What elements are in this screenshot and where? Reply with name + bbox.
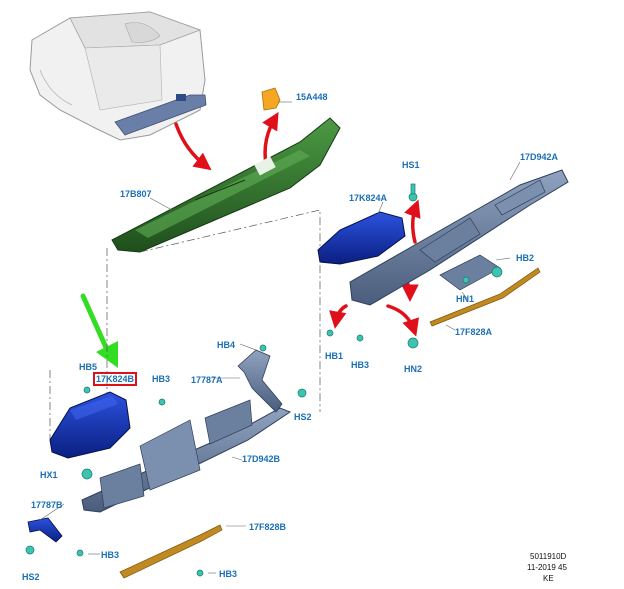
- arrow-overview-to-step: [174, 122, 212, 171]
- fastener-hb1: [326, 329, 334, 337]
- fastener-hb3-bottom: [196, 569, 204, 577]
- fastener-hs2-left: [25, 545, 35, 555]
- diagram-code: KE: [543, 574, 554, 583]
- label-hb3-mid: HB3: [152, 374, 171, 384]
- label-hs2-left: HS2: [22, 572, 40, 582]
- label-17K824B: 17K824B: [93, 372, 138, 386]
- label-hb3-right: HB3: [351, 360, 370, 370]
- label-hb4: HB4: [217, 340, 236, 350]
- diagram-date: 11-2019 45: [527, 563, 567, 572]
- label-17787A: 17787A: [191, 375, 223, 385]
- trim-17F828B: [119, 524, 223, 579]
- bumper-end-17K824B: [49, 391, 131, 459]
- label-leaders: [39, 101, 521, 574]
- fastener-hb3-mid: [158, 398, 166, 406]
- truck-bed-overview: [29, 11, 207, 141]
- fastener-hx1: [81, 468, 93, 480]
- label-15A448: 15A448: [296, 92, 328, 102]
- arrow-17K824A-to-HS1: [404, 199, 421, 244]
- fastener-hb3-lower: [76, 549, 84, 557]
- label-17K824A: 17K824A: [349, 193, 388, 203]
- bumper-end-17K824A: [317, 211, 406, 265]
- label-hb2: HB2: [516, 253, 535, 263]
- label-hn1: HN1: [456, 294, 475, 304]
- label-17F828A: 17F828A: [455, 327, 493, 337]
- fastener-hb2: [491, 266, 503, 278]
- diagram-id: 5011910D: [530, 552, 567, 561]
- bracket-15A448: [261, 87, 281, 111]
- label-hb1: HB1: [325, 351, 344, 361]
- frame-17D942B: [81, 399, 292, 513]
- fastener-hn2: [407, 337, 419, 349]
- fastener-hb4: [259, 344, 267, 352]
- fastener-hb3-right: [356, 334, 364, 342]
- label-hb3-lower: HB3: [101, 550, 120, 560]
- fastener-hs2-right: [297, 388, 307, 398]
- label-17D942B: 17D942B: [242, 454, 281, 464]
- fastener-hn1: [462, 276, 470, 284]
- fastener-hb5: [83, 386, 91, 394]
- label-17F828B: 17F828B: [249, 522, 287, 532]
- step-bumper-17B807: [111, 117, 341, 253]
- frame-17D942A: [349, 169, 569, 306]
- label-hs2-right: HS2: [294, 412, 312, 422]
- arrow-frame-to-HN2: [386, 304, 419, 337]
- fasteners: [25, 183, 503, 577]
- label-hs1: HS1: [402, 160, 420, 170]
- bracket-17787B: [27, 517, 63, 543]
- label-hb5: HB5: [79, 362, 98, 372]
- arrow-frame-to-HB1: [329, 304, 348, 329]
- label-17787B: 17787B: [31, 500, 63, 510]
- label-17D942A: 17D942A: [520, 152, 559, 162]
- label-hb3-bottom: HB3: [219, 569, 238, 579]
- label-hx1: HX1: [40, 470, 58, 480]
- green-indicator-arrow: [80, 293, 118, 368]
- trim-17F828A: [429, 267, 541, 327]
- label-17B807: 17B807: [120, 189, 152, 199]
- bracket-17787A: [237, 349, 283, 413]
- label-hn2: HN2: [404, 364, 423, 374]
